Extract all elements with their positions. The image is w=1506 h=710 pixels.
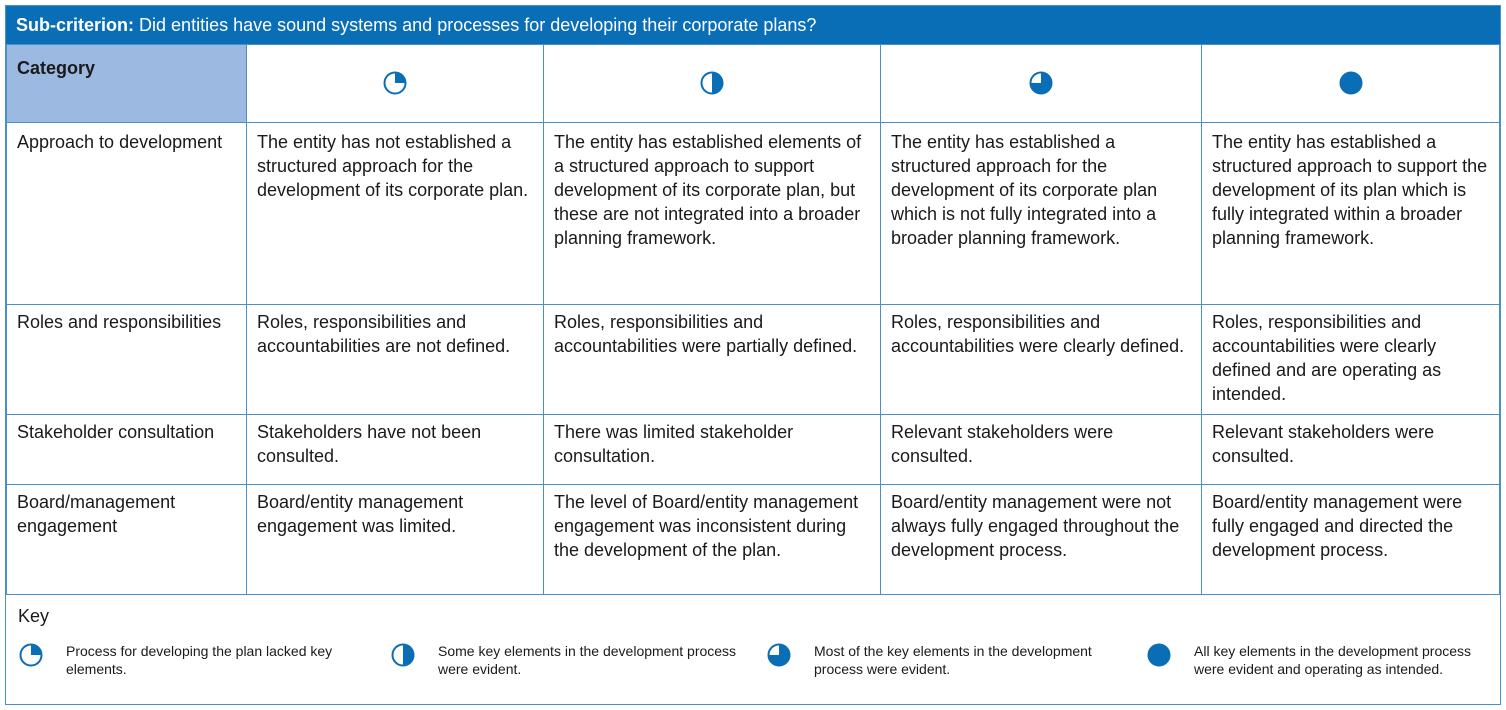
half-filled-circle-icon	[699, 70, 725, 96]
key-item-text: Most of the key elements in the developm…	[814, 643, 1092, 677]
rating-cell: The level of Board/entity management eng…	[543, 484, 881, 595]
rating-header-1	[246, 44, 544, 123]
rating-cell: Board/entity management engagement was l…	[246, 484, 544, 595]
three-quarter-filled-circle-icon	[766, 642, 792, 668]
half-filled-circle-icon	[390, 642, 416, 668]
sub-criterion-label: Sub-criterion:	[16, 15, 135, 35]
rating-cell: The entity has established a structured …	[880, 122, 1202, 305]
three-quarter-filled-circle-icon	[1028, 70, 1054, 96]
key-item: Most of the key elements in the developm…	[766, 642, 1111, 678]
assessment-table-figure: Sub-criterion: Did entities have sound s…	[5, 5, 1501, 705]
category-cell: Approach to development	[6, 122, 247, 305]
rating-cell: Stakeholders have not been consulted.	[246, 414, 544, 485]
key-item: Some key elements in the development pro…	[390, 642, 750, 678]
rating-cell: Roles, responsibilities and accountabili…	[246, 304, 544, 415]
rating-cell: The entity has not established a structu…	[246, 122, 544, 305]
rating-cell: There was limited stakeholder consultati…	[543, 414, 881, 485]
key-item: All key elements in the development proc…	[1146, 642, 1496, 678]
table-row: Board/management engagement Board/entity…	[6, 484, 1500, 595]
sub-criterion-question: Did entities have sound systems and proc…	[139, 15, 817, 35]
rating-header-2	[543, 44, 881, 123]
key-title: Key	[18, 606, 50, 626]
rating-header-3	[880, 44, 1202, 123]
rating-cell: Roles, responsibilities and accountabili…	[880, 304, 1202, 415]
rating-cell: Relevant stakeholders were consulted.	[880, 414, 1202, 485]
rating-cell: Board/entity management were fully engag…	[1201, 484, 1500, 595]
full-filled-circle-icon	[1338, 70, 1364, 96]
full-filled-circle-icon	[1146, 642, 1172, 668]
category-header: Category	[6, 44, 247, 123]
table-header-row: Category	[6, 44, 1500, 123]
rating-cell: The entity has established elements of a…	[543, 122, 881, 305]
category-cell: Roles and responsibilities	[6, 304, 247, 415]
rating-cell: The entity has established a structured …	[1201, 122, 1500, 305]
quarter-filled-circle-icon	[18, 642, 44, 668]
table-row: Roles and responsibilities Roles, respon…	[6, 304, 1500, 415]
category-cell: Stakeholder consultation	[6, 414, 247, 485]
key-item-text: All key elements in the development proc…	[1194, 643, 1472, 677]
rating-cell: Relevant stakeholders were consulted.	[1201, 414, 1500, 485]
rating-cell: Roles, responsibilities and accountabili…	[1201, 304, 1500, 415]
key-item-text: Process for developing the plan lacked k…	[66, 643, 333, 677]
rating-table: Category Approach to development The ent…	[6, 44, 1500, 595]
rating-header-4	[1201, 44, 1500, 123]
table-row: Stakeholder consultation Stakeholders ha…	[6, 414, 1500, 485]
category-cell: Board/management engagement	[6, 484, 247, 595]
table-row: Approach to development The entity has n…	[6, 122, 1500, 305]
rating-cell: Board/entity management were not always …	[880, 484, 1202, 595]
key-item-text: Some key elements in the development pro…	[438, 643, 737, 677]
quarter-filled-circle-icon	[382, 70, 408, 96]
rating-cell: Roles, responsibilities and accountabili…	[543, 304, 881, 415]
sub-criterion-banner: Sub-criterion: Did entities have sound s…	[6, 6, 1500, 44]
key-item: Process for developing the plan lacked k…	[18, 642, 368, 678]
